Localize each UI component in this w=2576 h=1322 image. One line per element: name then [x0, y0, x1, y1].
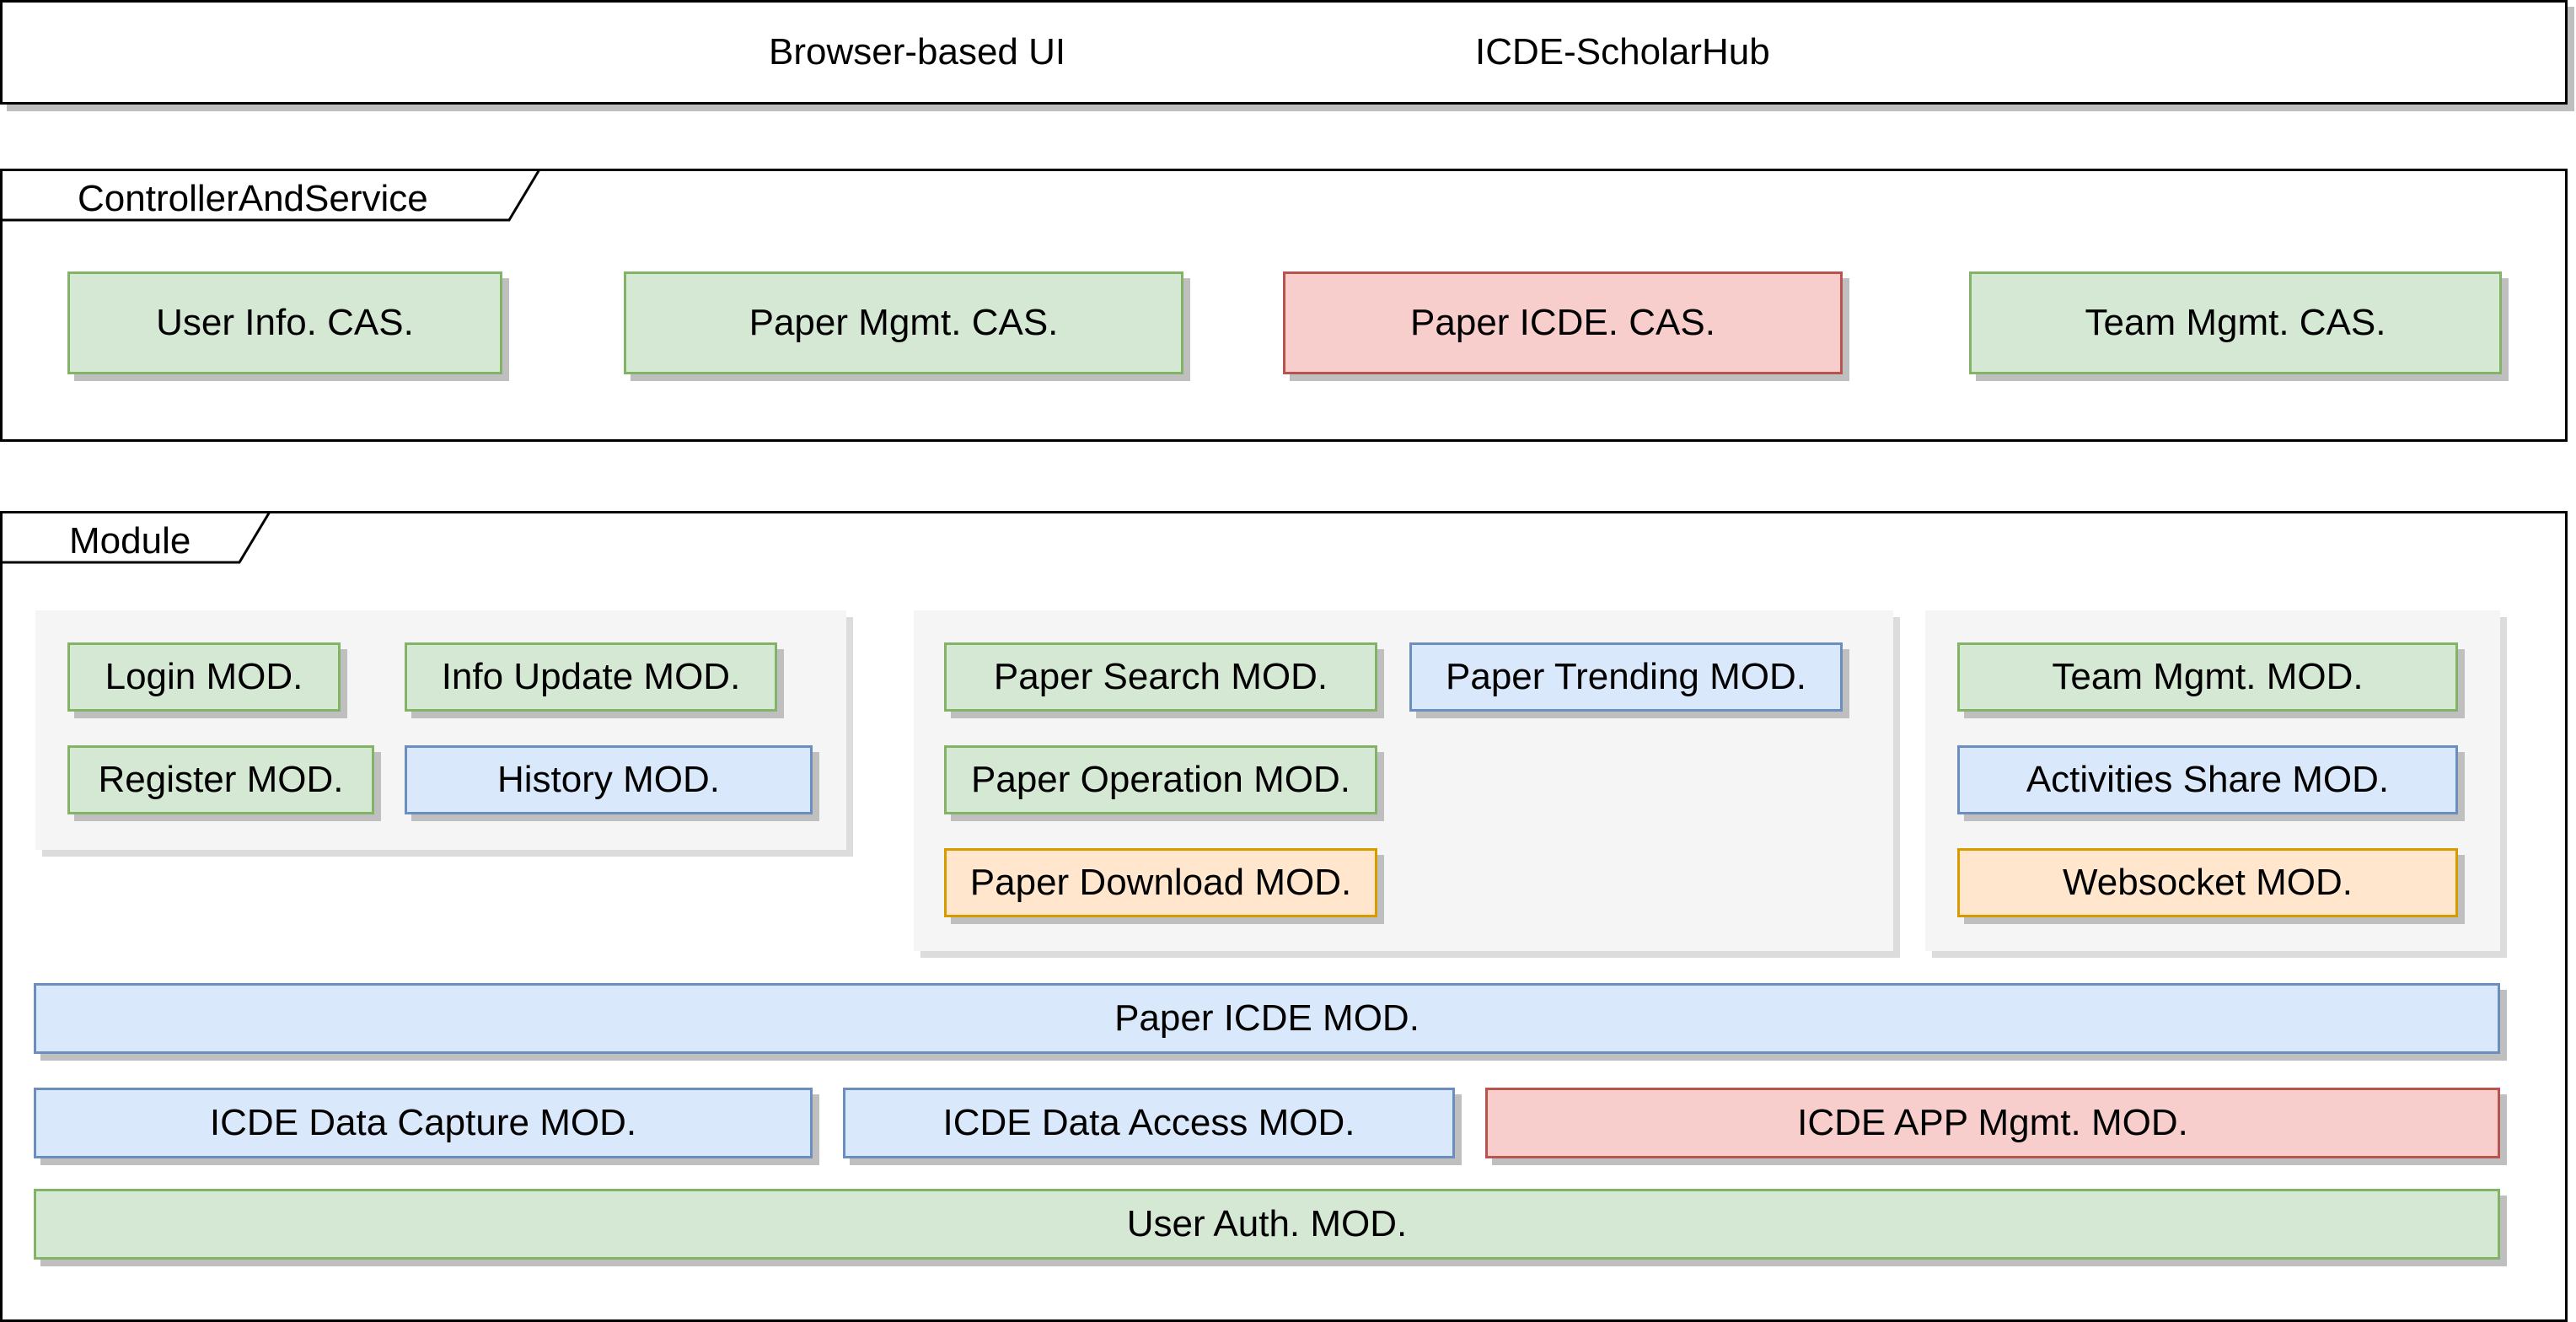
paper-trending-mod-box: Paper Trending MOD. [1409, 642, 1843, 712]
controller-tab-shape [1, 169, 541, 222]
user-auth-mod-box: User Auth. MOD. [34, 1189, 2500, 1260]
module-tab-shape [1, 511, 271, 564]
icde-data-capture-mod-box: ICDE Data Capture MOD. [34, 1088, 813, 1158]
controller-tab-label: ControllerAndService [78, 178, 428, 219]
register-mod-box: Register MOD. [67, 745, 374, 814]
app-name-label: ICDE-ScholarHub [1475, 31, 1770, 73]
module-tab-label: Module [69, 520, 191, 562]
websocket-mod-box: Websocket MOD. [1957, 848, 2458, 917]
info-update-mod-box: Info Update MOD. [405, 642, 777, 712]
user-info-cas-box: User Info. CAS. [67, 271, 502, 374]
paper-operation-mod-box: Paper Operation MOD. [944, 745, 1377, 814]
login-mod-box: Login MOD. [67, 642, 341, 712]
paper-download-mod-box: Paper Download MOD. [944, 848, 1377, 917]
paper-search-mod-box: Paper Search MOD. [944, 642, 1377, 712]
browser-ui-header [0, 0, 2568, 105]
team-mgmt-cas-box: Team Mgmt. CAS. [1969, 271, 2502, 374]
browser-ui-label: Browser-based UI [769, 31, 1066, 73]
activities-share-mod-box: Activities Share MOD. [1957, 745, 2458, 814]
history-mod-box: History MOD. [405, 745, 813, 814]
paper-icde-mod-box: Paper ICDE MOD. [34, 983, 2500, 1054]
icde-data-access-mod-box: ICDE Data Access MOD. [843, 1088, 1455, 1158]
icde-app-mgmt-mod-box: ICDE APP Mgmt. MOD. [1485, 1088, 2500, 1158]
paper-icde-cas-box: Paper ICDE. CAS. [1283, 271, 1843, 374]
team-mgmt-mod-box: Team Mgmt. MOD. [1957, 642, 2458, 712]
paper-mgmt-cas-box: Paper Mgmt. CAS. [624, 271, 1183, 374]
